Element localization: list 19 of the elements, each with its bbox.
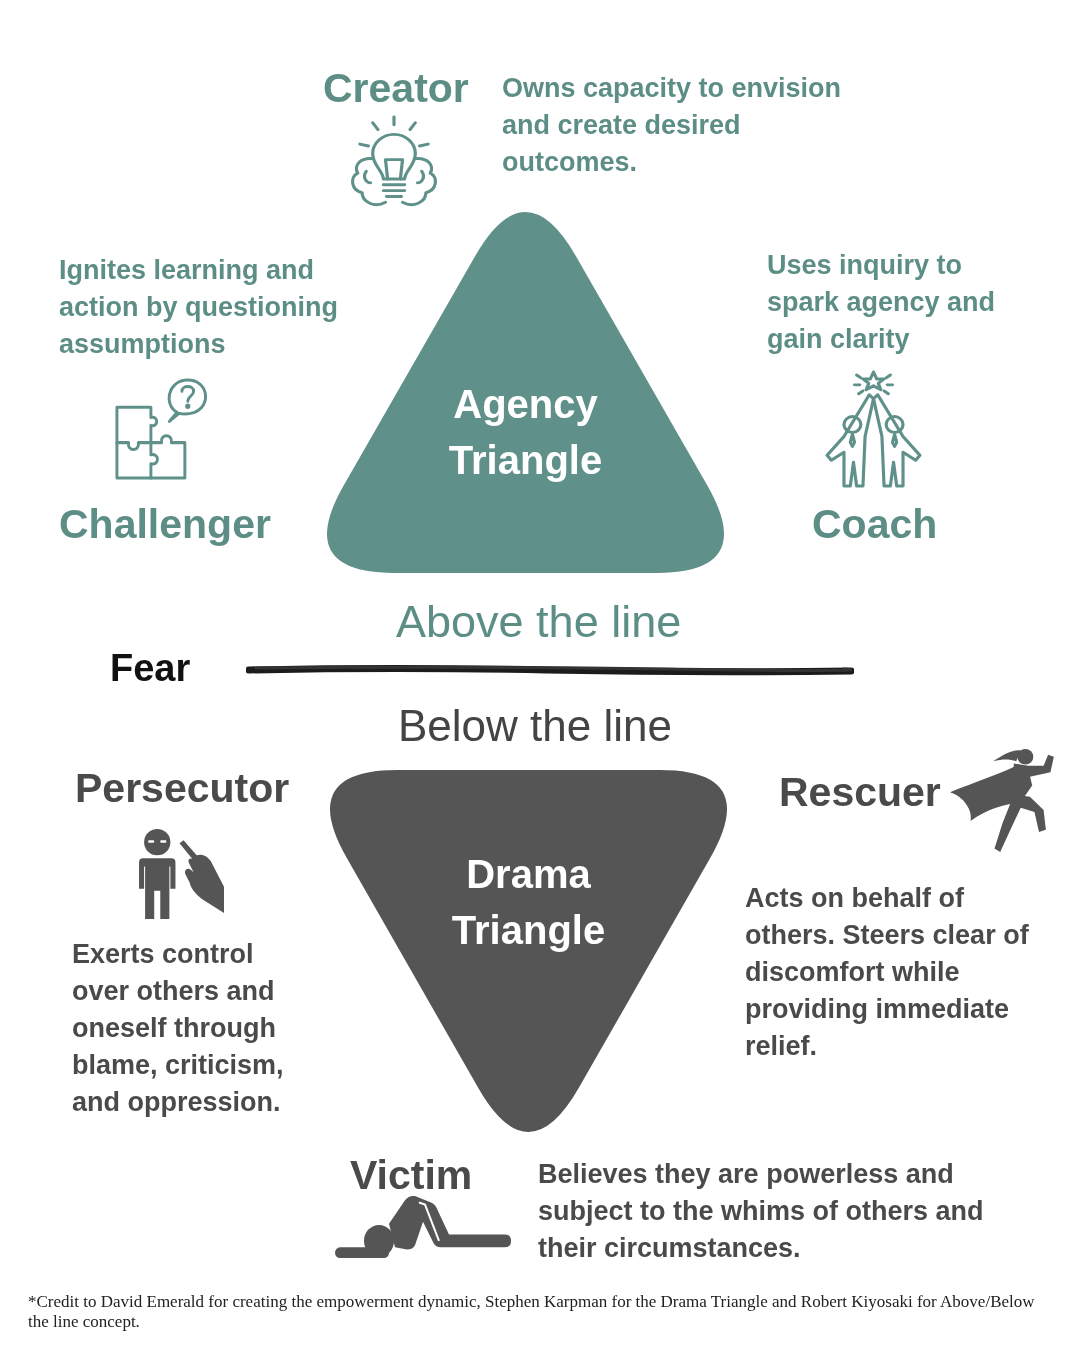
role-title: Challenger	[59, 500, 271, 548]
role-description: Exerts control over others and oneself through blame, criticism, and oppression.	[72, 938, 285, 1119]
line-label: Below the line	[398, 700, 672, 752]
line-label: Fear	[110, 646, 191, 690]
role-title: Persecutor	[75, 764, 290, 812]
role-title: Coach	[812, 500, 938, 548]
credit-footnote: *Credit to David Emerald for creating the empowerment dynamic, Stephen Karpman for the Drama Triangle and Robert Kiyosaki for Above/Below the line concept.	[28, 1292, 1036, 1332]
role-title: Victim	[350, 1151, 473, 1199]
triangle-title: Agency Triangle	[447, 381, 604, 484]
role-description: Believes they are powerless and subject to the whims of others and their circumstances.	[538, 1158, 985, 1265]
line-label: Above the line	[396, 596, 682, 648]
role-description: Acts on behalf of others. Steers clear of discomfort while providing immediate relief.	[745, 882, 1030, 1063]
role-description: Ignites learning and action by questioning assumptions	[59, 254, 339, 361]
role-title: Rescuer	[779, 768, 941, 816]
role-description: Uses inquiry to spark agency and gain clarity	[767, 249, 997, 356]
triangle-title: Drama Triangle	[450, 851, 607, 954]
rounded-triangle	[330, 770, 727, 1132]
role-description: Owns capacity to envision and create desired outcomes.	[502, 72, 843, 179]
role-title: Creator	[323, 64, 469, 112]
